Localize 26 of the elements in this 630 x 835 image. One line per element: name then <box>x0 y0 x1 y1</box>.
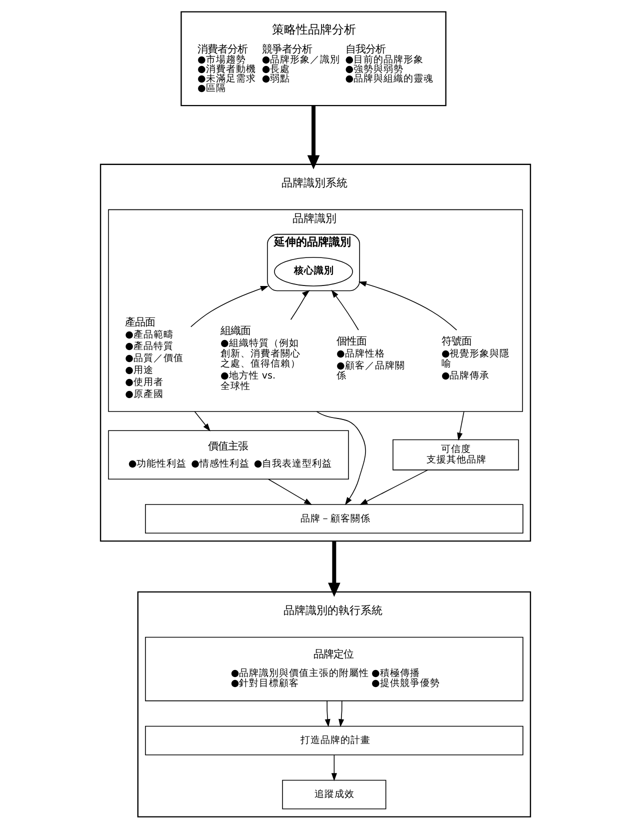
node-box: 追蹤成效 <box>282 780 386 810</box>
arrow <box>328 541 340 597</box>
node-text: 組織面 ●組織特質（例如創新、消費者關心之處、值得信賴） ●地方性 vs.全球性 <box>220 324 300 392</box>
arrow <box>306 106 320 170</box>
node-ellipse: 核心識別 <box>274 256 352 286</box>
arrow <box>456 411 464 441</box>
arrow <box>338 700 344 728</box>
node-text: 個性面 ●品牌性格 ●顧客／品牌關係 <box>336 335 404 382</box>
arrow <box>290 290 310 320</box>
arrow <box>268 478 312 505</box>
node-box: 可信度 支援其他品牌 <box>392 439 518 470</box>
arrow <box>330 754 336 782</box>
arrow <box>359 470 428 505</box>
node-box: 策略性品牌分析 消費者分析 ●市場趨勢 ●消費者動機 ●未滿足需求 ●區隔 競爭者分析 ●品牌形象／識別 ●長處 ●弱點 自我分析 ●目前的品牌形象 ●強勢與弱勢 ●品牌與組織的靈魂 <box>180 11 446 106</box>
node-text: 符號面 ●視覺形象與隱喻 ●品牌傳承 <box>440 335 510 382</box>
node-box: 品牌－顧客關係 <box>144 504 523 534</box>
arrow <box>330 290 358 330</box>
arrow <box>190 286 268 328</box>
node-box: 品牌定位 ●品牌識別與價值主張的附屬性 ●針對目標顧客 ●積極傳播 ●提供競爭優勢 <box>144 636 523 702</box>
node-text: 產品面 ●產品範疇 ●產品特質 ●品質／價值 ●用途 ●使用者 ●原產國 <box>124 316 183 400</box>
arrow <box>358 281 457 330</box>
node-box: 價值主張 ●功能性利益 ●情感性利益 ●自我表達型利益 <box>108 430 348 480</box>
node-box: 打造品牌的計畫 <box>144 726 523 756</box>
arrow <box>194 411 210 432</box>
arrow <box>324 700 330 728</box>
arrow <box>316 411 366 506</box>
